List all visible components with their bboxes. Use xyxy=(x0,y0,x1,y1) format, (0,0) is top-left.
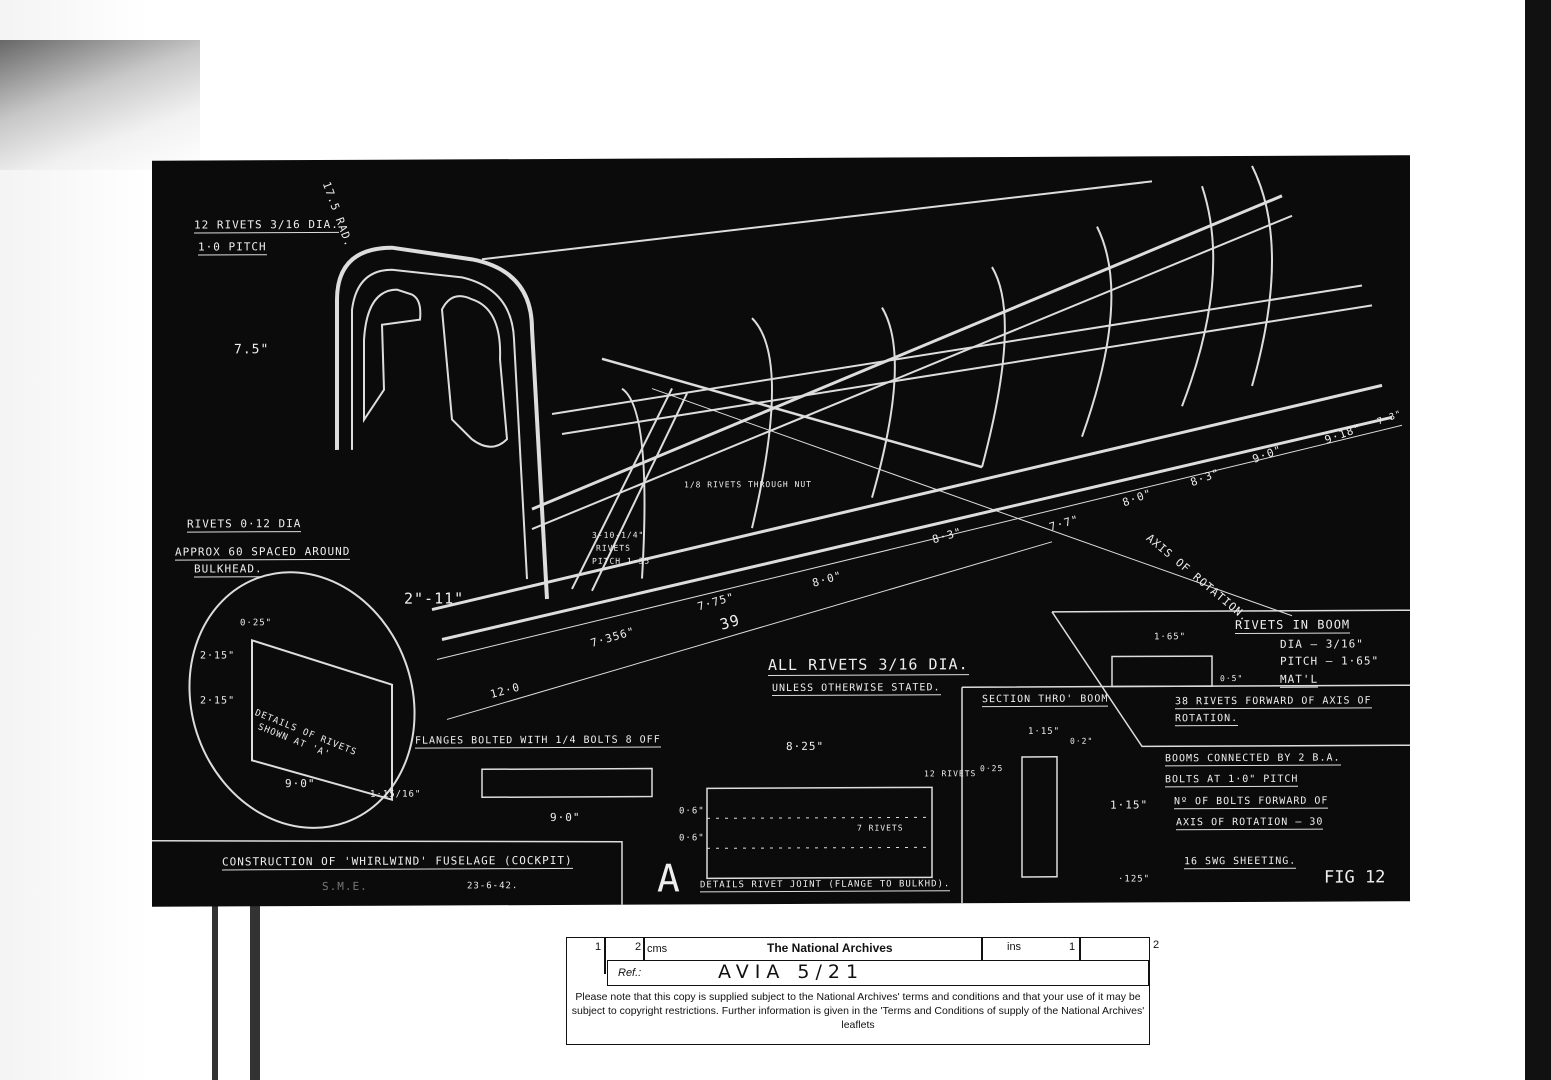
scale-mark: 2 xyxy=(635,941,642,953)
label-booms: BOOMS CONNECTED BY 2 B.A. xyxy=(1165,752,1341,767)
label-38-rivets: ROTATION. xyxy=(1175,713,1239,727)
label-detail-a: A xyxy=(657,856,680,901)
dim-label: 1·65" xyxy=(1154,632,1187,643)
scale-unit-ins: ins xyxy=(1007,941,1022,953)
inset-dim: 2·15" xyxy=(200,650,236,662)
scale-unit-cms: cms xyxy=(647,943,668,955)
label-top-pitch: 1·0 PITCH xyxy=(198,240,267,256)
copyright-note: Please note that this copy is supplied s… xyxy=(571,991,1145,1031)
label-boom-pitch: PITCH — 1·65" xyxy=(1280,654,1380,668)
ref-label: Ref.: xyxy=(618,967,642,979)
dim-label: 0·2" xyxy=(1070,736,1094,746)
label-height: 7.5" xyxy=(234,342,270,358)
label-boom-matl: MAT'L xyxy=(1280,672,1319,688)
dim-label: 0·25 xyxy=(980,764,1004,774)
scan-edge xyxy=(1525,0,1551,1080)
label-rivets-012: RIVETS 0·12 DIA xyxy=(187,517,302,533)
drawing-title: CONSTRUCTION OF 'WHIRLWIND' FUSELAGE (CO… xyxy=(222,853,573,871)
label-12-rivets: 12 RIVETS xyxy=(924,769,977,779)
inset-dim: 0·25" xyxy=(240,618,273,629)
label-sheeting: 16 SWG SHEETING. xyxy=(1184,855,1297,870)
drawing-signature: S.M.E. xyxy=(322,879,368,894)
label-booms: BOLTS AT 1·0" PITCH xyxy=(1165,773,1299,788)
label-38-rivets: 38 RIVETS FORWARD OF AXIS OF xyxy=(1175,695,1372,710)
reference-box: Ref.: AVIA 5/21 xyxy=(607,960,1149,986)
scale-mark: 1 xyxy=(595,941,602,953)
label-rivet-joint: DETAILS RIVET JOINT (FLANGE TO BULKHD). xyxy=(700,879,951,893)
dim-label: 9·0" xyxy=(550,810,581,825)
label-boom-dia: DIA — 3/16" xyxy=(1280,637,1364,651)
inset-dim: 9·0" xyxy=(285,777,316,791)
label-rivets-pitch: PITCH 1·35 xyxy=(592,556,651,566)
figure-number: FIG 12 xyxy=(1324,867,1386,888)
label-rivets-pitch: RIVETS xyxy=(596,543,631,553)
dim-label: 1·15" xyxy=(1110,798,1149,812)
label-booms: Nº OF BOLTS FORWARD OF xyxy=(1174,795,1329,810)
label-top-rivets: 12 RIVETS 3/16 DIA. xyxy=(194,217,339,234)
inset-dim: 1·15/16" xyxy=(370,789,422,800)
label-all-rivets: ALL RIVETS 3/16 DIA. xyxy=(768,655,969,677)
dim-label: 8·25" xyxy=(786,739,825,753)
blueprint-drawing: 12 RIVETS 3/16 DIA. 1·0 PITCH 17.5 RAD. … xyxy=(152,155,1410,907)
label-rivets-in-boom: RIVETS IN BOOM xyxy=(1235,617,1351,635)
label-rivets-pitch: 3-10-1/4" xyxy=(592,530,645,540)
dim-label: 1·15" xyxy=(1028,726,1061,737)
label-unless: UNLESS OTHERWISE STATED. xyxy=(772,682,941,697)
label-rivets-nut: 1/8 RIVETS THROUGH NUT xyxy=(684,479,812,490)
archive-name: The National Archives xyxy=(767,941,893,955)
label-section-boom: SECTION THRO' BOOM xyxy=(982,693,1109,708)
archive-stamp: 1 2 cms The National Archives ins 1 2 Re… xyxy=(566,937,1159,1045)
label-flanges: FLANGES BOLTED WITH 1/4 BOLTS 8 OFF xyxy=(415,734,661,749)
stand-leg xyxy=(212,900,218,1080)
scale-mark: 2 xyxy=(1153,939,1160,951)
label-approx-60: APPROX 60 SPACED AROUND xyxy=(175,544,351,561)
fuselage-diagram xyxy=(152,165,1410,905)
ref-value: AVIA 5/21 xyxy=(718,961,865,983)
stand-leg xyxy=(250,900,260,1080)
dim-label: 0·6" xyxy=(679,806,705,817)
torn-paper-edge xyxy=(0,40,200,170)
dim-label: ·125" xyxy=(1118,874,1151,885)
dim-label: 0·6" xyxy=(679,833,705,844)
label-bulkhead: BULKHEAD. xyxy=(194,562,263,578)
label-2-11: 2"-11" xyxy=(404,589,465,608)
dim-label: 0·5" xyxy=(1220,673,1244,684)
drawing-date: 23-6-42. xyxy=(467,881,519,892)
inset-dim: 2·15" xyxy=(200,695,236,707)
scale-mark: 1 xyxy=(1069,941,1076,953)
scan-background xyxy=(0,0,150,1080)
label-booms: AXIS OF ROTATION — 30 xyxy=(1176,816,1324,831)
label-7-rivets: 7 RIVETS xyxy=(857,823,904,833)
